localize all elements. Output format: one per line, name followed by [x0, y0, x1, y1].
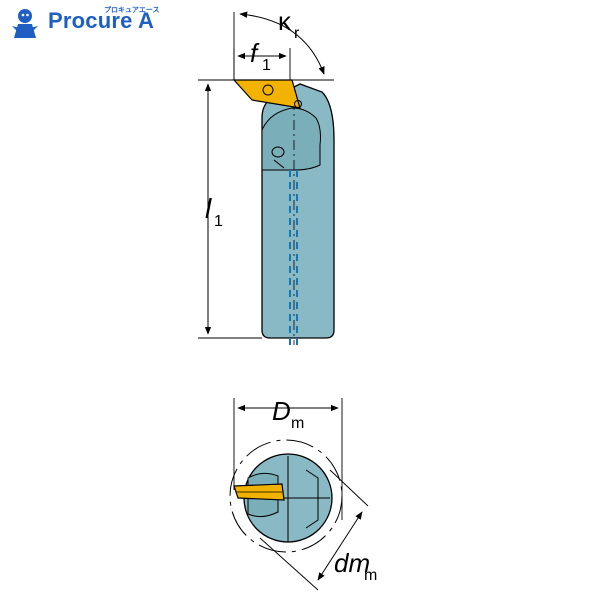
insert-screw [262, 84, 274, 96]
cutting-insert [232, 79, 301, 109]
label-dmm-sub: m [364, 567, 377, 584]
shank-recess [261, 107, 321, 171]
dim-kr-arc [239, 11, 325, 75]
end-view: D m dm m [229, 396, 377, 591]
label-kr: κ [278, 6, 292, 36]
procure-a-logo: プロキュアエース Procure A [8, 4, 178, 40]
logo-text: Procure A [48, 8, 155, 33]
label-Dm: D [272, 396, 291, 426]
bore-circle [229, 439, 343, 553]
label-kr-sub: r [294, 25, 300, 42]
label-l1-sub: 1 [214, 213, 223, 230]
label-f1-sub: 1 [262, 57, 271, 74]
clamp-screw-hole [271, 146, 285, 158]
logo-subtext: プロキュアエース [104, 7, 160, 14]
label-l1: l [205, 193, 212, 224]
label-Dm-sub: m [291, 415, 304, 432]
side-view: l 1 f 1 κ r [198, 6, 335, 345]
dim-dmm [317, 511, 363, 581]
label-f1: f [250, 38, 260, 68]
label-dmm: dm [334, 548, 370, 578]
mascot-icon [12, 9, 38, 38]
